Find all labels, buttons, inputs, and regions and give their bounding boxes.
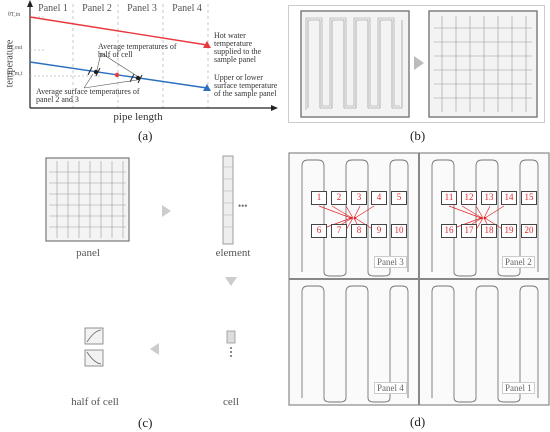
- annotation-half-cell: Average temperatures of half of cell: [98, 42, 177, 59]
- arrow-right-icon: [414, 56, 424, 70]
- sensor-label: 5: [391, 191, 407, 205]
- panel-header-4: Panel 4: [172, 3, 202, 14]
- panel-a: Panel 1 Panel 2 Panel 3 Panel 4 temperat…: [0, 0, 280, 145]
- sensor-label: 2: [331, 191, 347, 205]
- caption-d: (d): [410, 414, 426, 429]
- legend-surface: Upper or lower surface temperature of th…: [214, 73, 278, 98]
- sensor-label: 6: [311, 224, 327, 238]
- sensor-label: 13: [481, 191, 497, 205]
- x-axis-label: pipe length: [113, 111, 163, 123]
- panel-thumbnail: [45, 157, 130, 242]
- surface-marker: [203, 84, 211, 91]
- sensor-label: 16: [441, 224, 457, 238]
- hot-water-marker: [203, 41, 211, 48]
- half-cell-blocks: [84, 327, 104, 367]
- panel-label-1: Panel 1: [502, 382, 535, 394]
- sensor-label: 11: [441, 191, 457, 205]
- panel-d: 1 2 3 4 5 6 7 8 9 10 11 12 13 14 15 16 1…: [288, 152, 550, 432]
- arrow-right-icon: [162, 205, 171, 217]
- sensor-group-top-left: 1 2 3 4 5: [311, 191, 407, 205]
- panel-label-4: Panel 4: [374, 382, 407, 394]
- arrow-left-icon: [150, 343, 159, 355]
- panel-label-2: Panel 2: [502, 256, 535, 268]
- sensor-label: 1: [311, 191, 327, 205]
- ellipsis-icon: •••: [238, 201, 248, 211]
- panel-c: panel ••• element cell half of cell (c): [0, 145, 280, 432]
- sensor-group-top-right: 11 12 13 14 15: [441, 191, 537, 205]
- label-element: element: [215, 247, 251, 259]
- sensor-label: 19: [501, 224, 517, 238]
- panel-header-2: Panel 2: [82, 3, 112, 14]
- label-panel: panel: [76, 247, 100, 259]
- label-cell: cell: [223, 396, 239, 408]
- panel-b: (b): [288, 0, 550, 145]
- panel-header-1: Panel 1: [38, 3, 68, 14]
- panel-label-3: Panel 3: [374, 256, 407, 268]
- sensor-label: 15: [521, 191, 537, 205]
- panel-header-3: Panel 3: [127, 3, 157, 14]
- sensor-label: 8: [351, 224, 367, 238]
- caption-c: (c): [138, 415, 153, 430]
- arrow-down-icon: [225, 277, 237, 286]
- label-half-cell: half of cell: [71, 396, 119, 408]
- y-tick-in: θT,in: [8, 12, 21, 18]
- y-tick-mt: θT,m,t: [7, 71, 23, 77]
- sensor-label: 14: [501, 191, 517, 205]
- sensor-label: 9: [371, 224, 387, 238]
- hot-water-line: [29, 16, 208, 46]
- element-strip: [222, 155, 234, 245]
- sensor-label: 7: [331, 224, 347, 238]
- sensor-label: 4: [371, 191, 387, 205]
- temperature-diagram: [27, 0, 278, 111]
- caption-b: (b): [410, 128, 426, 143]
- cell-block: [226, 330, 236, 357]
- sensor-group-bottom-left: 6 7 8 9 10: [311, 224, 407, 238]
- sensor-label: 12: [461, 191, 477, 205]
- sensor-label: 10: [391, 224, 407, 238]
- sensor-label: 3: [351, 191, 367, 205]
- sensor-label: 17: [461, 224, 477, 238]
- annotation-surface: Average surface temperatures of panel 2 …: [36, 87, 140, 104]
- legend-hot-water: Hot water temperature supplied to the sa…: [214, 31, 262, 64]
- y-axis-label: temperature: [4, 39, 16, 88]
- y-tick-out: θT,out: [7, 45, 23, 51]
- sensor-label: 18: [481, 224, 497, 238]
- sensor-group-bottom-right: 16 17 18 19 20: [441, 224, 537, 238]
- sensor-label: 20: [521, 224, 537, 238]
- panel-cell-pattern: [428, 10, 538, 118]
- caption-a: (a): [138, 128, 153, 143]
- panel-with-pipes: [300, 10, 410, 118]
